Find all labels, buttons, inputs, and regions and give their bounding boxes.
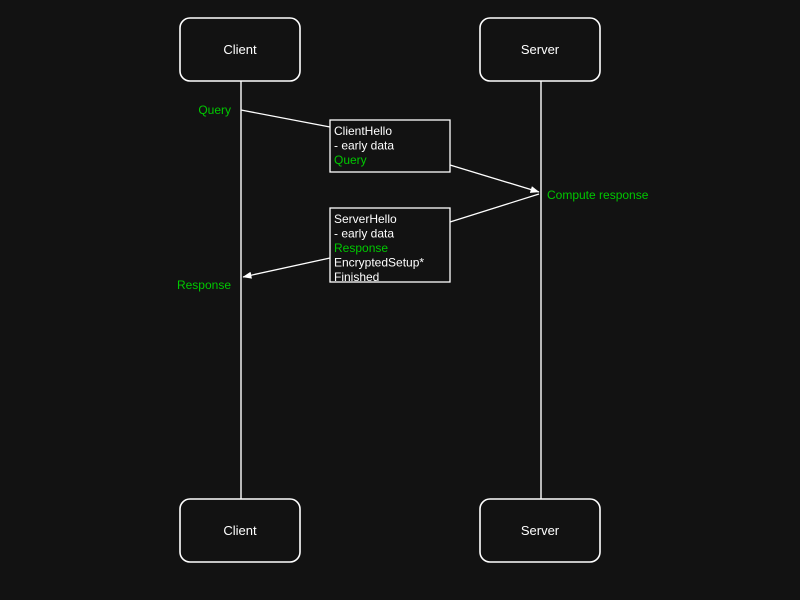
message-client-to-note-1 [240, 109, 331, 128]
participant-client-top[interactable]: Client [179, 17, 301, 82]
note-line: Finished [334, 270, 379, 284]
note-box-shape [329, 119, 451, 173]
note-line: ServerHello [334, 212, 397, 226]
message-server-to-note-2 [449, 193, 540, 223]
notes-group: ClientHello- early dataQueryServerHello-… [329, 119, 451, 284]
participant-box-shape [179, 498, 301, 563]
messages-group [240, 109, 540, 279]
note-line: EncryptedSetup* [334, 256, 424, 270]
participant-box-shape [479, 498, 601, 563]
lifelines-group [240, 81, 542, 499]
participant-client-bottom[interactable]: Client [179, 498, 301, 563]
note-box-shape [329, 207, 451, 283]
query-label: Query [198, 103, 231, 117]
message-note-1-to-server [449, 164, 540, 193]
message-note-2-to-client [242, 257, 331, 279]
participant-server-bottom[interactable]: Server [479, 498, 601, 563]
response-label: Response [177, 278, 231, 292]
participant-box-shape [179, 17, 301, 82]
participant-label: Client [223, 42, 257, 57]
note-line: Response [334, 241, 388, 255]
note-line: ClientHello [334, 124, 392, 138]
compute-response-label: Compute response [547, 188, 649, 202]
participant-box-shape [479, 17, 601, 82]
note-line: - early data [334, 139, 394, 153]
participant-server-top[interactable]: Server [479, 17, 601, 82]
participant-label: Client [223, 523, 257, 538]
note-line: - early data [334, 227, 394, 241]
note-server-hello-note: ServerHello- early dataResponseEncrypted… [329, 207, 451, 284]
note-line: Query [334, 153, 367, 167]
participant-label: Server [521, 42, 560, 57]
participant-label: Server [521, 523, 560, 538]
